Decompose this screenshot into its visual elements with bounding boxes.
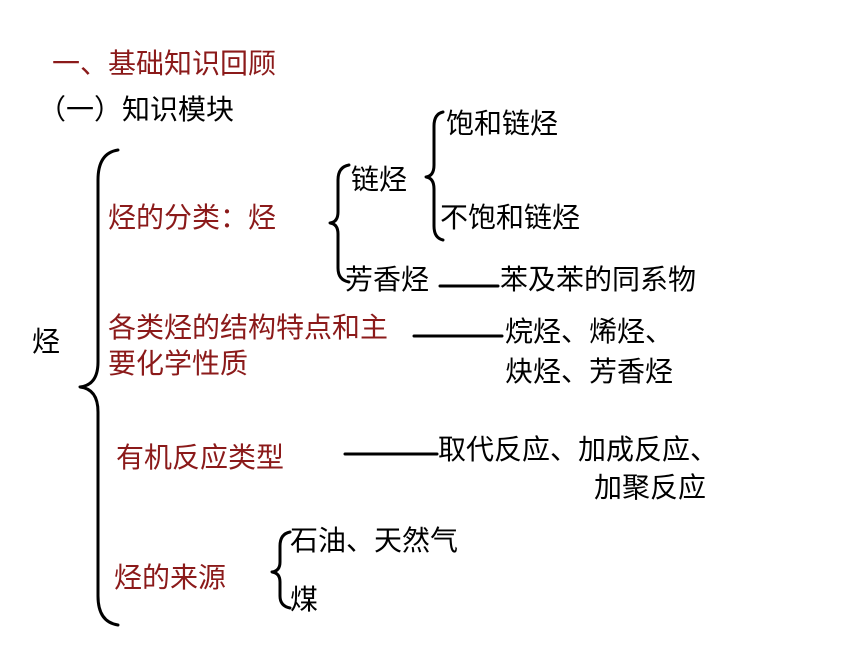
classification-label: 烃的分类：烃 — [108, 201, 277, 234]
structure-desc-line2: 炔烃、芳香烃 — [505, 355, 674, 388]
saturated-chain-hydrocarbon: 饱和链烃 — [446, 107, 559, 140]
page-subheading: （一）知识模块 — [38, 93, 235, 126]
reactions-desc-line1: 取代反应、加成反应、 — [438, 433, 719, 466]
aromatic-hydrocarbon: 芳香烃 — [345, 263, 430, 296]
structure-label-line1: 各类烃的结构特点和主 — [108, 311, 389, 344]
sources-brace-icon — [270, 530, 292, 610]
sources-item-coal: 煤 — [290, 583, 319, 616]
structure-desc-line1: 烷烃、烯烃、 — [505, 315, 674, 348]
sources-item-oil-gas: 石油、天然气 — [290, 524, 459, 557]
unsaturated-chain-hydrocarbon: 不饱和链烃 — [440, 201, 581, 234]
root-label: 烃 — [32, 325, 61, 358]
reactions-label: 有机反应类型 — [116, 441, 285, 474]
structure-label-line2: 要化学性质 — [108, 347, 249, 380]
reactions-desc-line2: 加聚反应 — [594, 471, 707, 504]
page-heading: 一、基础知识回顾 — [52, 47, 277, 80]
chain-hydrocarbon: 链烃 — [351, 163, 408, 196]
chain-brace-icon — [424, 110, 445, 242]
sources-label: 烃的来源 — [114, 561, 227, 594]
main-brace-icon — [78, 148, 120, 627]
aromatic-description: 苯及苯的同系物 — [500, 263, 697, 296]
classification-brace-icon — [328, 163, 351, 284]
